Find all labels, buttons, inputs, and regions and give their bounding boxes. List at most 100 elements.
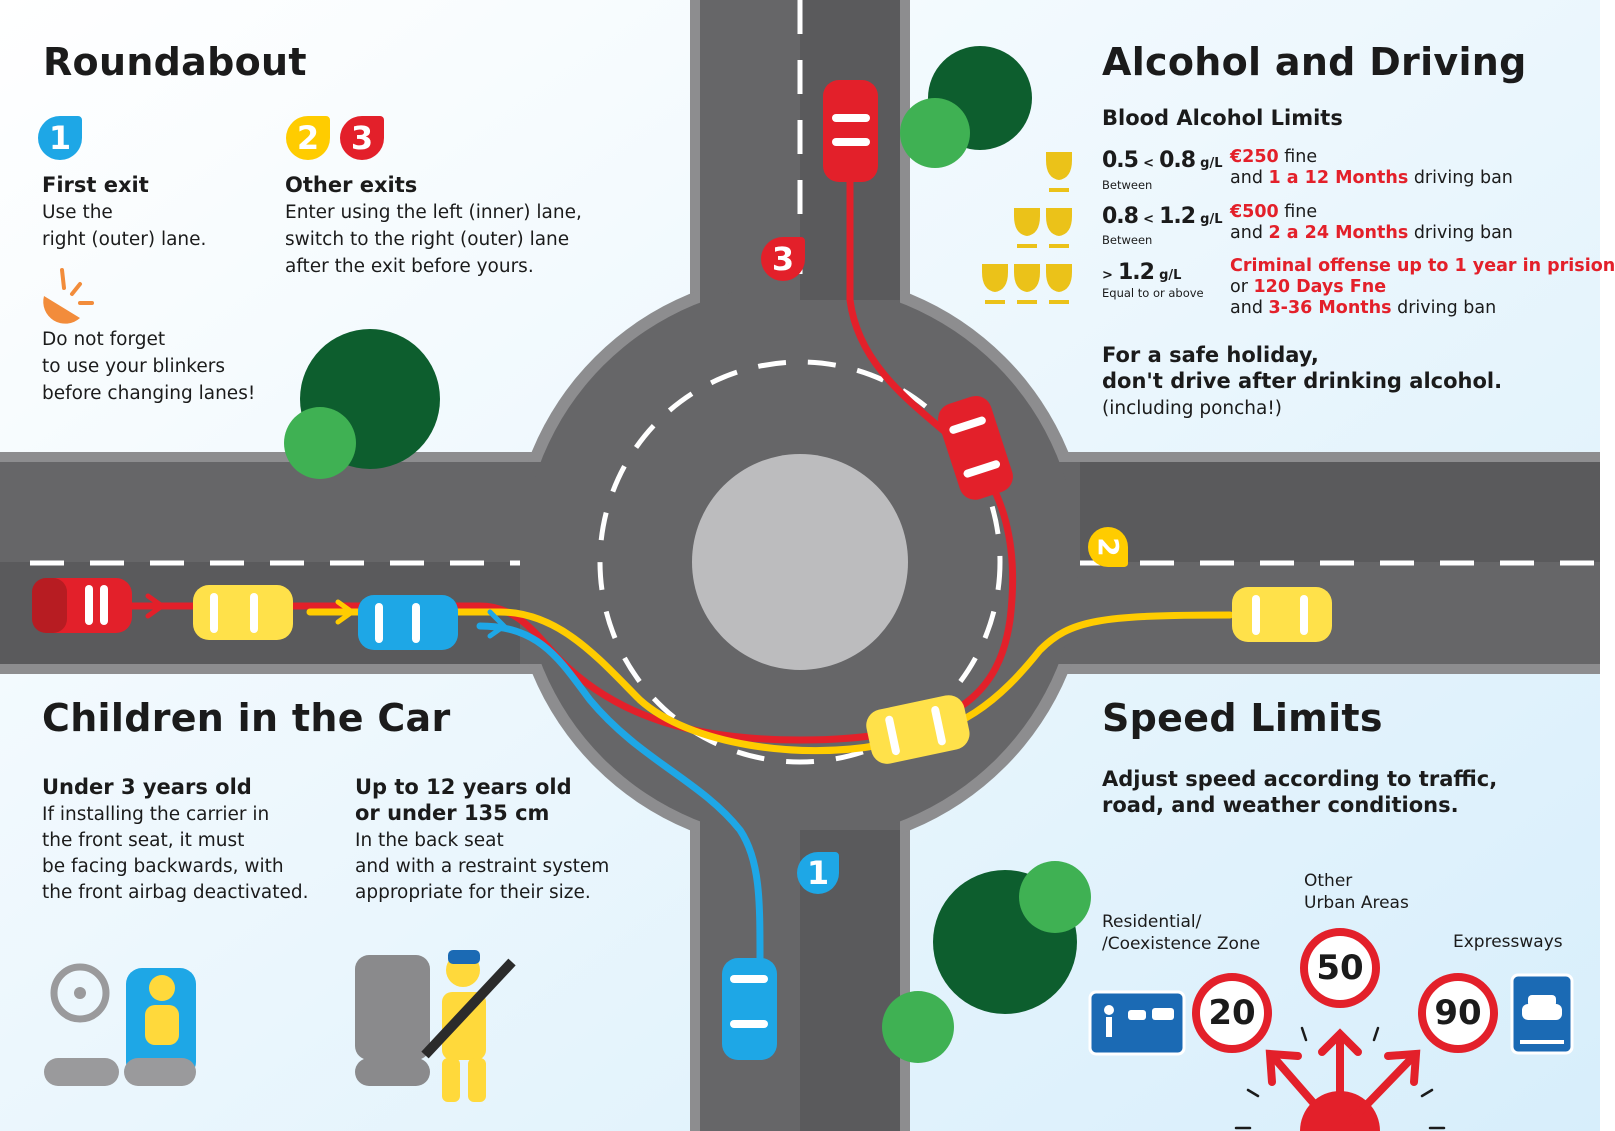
red-car-top (823, 80, 878, 182)
road-badge-exit-1: 1 (797, 852, 839, 894)
residential-label2: /Coexistence Zone (1102, 934, 1261, 954)
alcohol-row-3-qualifier: Equal to or above (1102, 286, 1204, 300)
speed-limit-90: 90 (1434, 993, 1482, 1033)
blinker-icon (43, 268, 94, 324)
red-car-roundabout (938, 395, 1013, 500)
yellow-car-left (193, 585, 293, 640)
alcohol-limit-row-1: 0.5 < 0.8 g/L (1102, 148, 1223, 173)
range-sep: < (1143, 156, 1154, 171)
fine-amount: €500 (1230, 202, 1279, 222)
alcohol-row-2-qualifier: Between (1102, 233, 1153, 247)
urban-label2: Urban Areas (1304, 893, 1409, 913)
range-b: 1.2 (1159, 204, 1196, 229)
alcohol-title: Alcohol and Driving (1102, 40, 1527, 84)
expressway-label: Expressways (1453, 932, 1563, 952)
safe-holiday-line1: For a safe holiday, (1102, 343, 1319, 367)
under3-line1: If installing the carrier in (42, 804, 270, 825)
children-title: Children in the Car (42, 696, 451, 740)
cars (32, 80, 1332, 1060)
alcohol-limit-row-3: > 1.2 g/L (1102, 260, 1181, 285)
alcohol-row-3-days: or 120 Days Fne (1230, 277, 1386, 298)
child-seat-illustrations (44, 950, 516, 1102)
exit-3-badge: 3 (340, 116, 384, 160)
ban-duration: 1 a 12 Months (1268, 168, 1409, 188)
range-unit: g/L (1200, 156, 1223, 171)
fine-label: fine (1278, 202, 1318, 222)
urban-label1: Other (1304, 871, 1353, 891)
under3-heading: Under 3 years old (42, 775, 252, 799)
blue-car-left (358, 595, 458, 650)
road-badge-exit-2: 2 (1088, 527, 1128, 567)
range-unit: g/L (1200, 212, 1223, 227)
days-value: 120 Days Fne (1253, 277, 1387, 297)
upto12-line1: In the back seat (355, 830, 504, 851)
alcohol-row-3-ban: and 3-36 Months driving ban (1230, 298, 1496, 319)
first-exit-line2: right (outer) lane. (42, 229, 207, 250)
alcohol-row-1-ban: and 1 a 12 Months driving ban (1230, 168, 1513, 189)
exit-2-badge: 2 (286, 116, 330, 160)
range-b: 1.2 (1118, 260, 1155, 285)
ban-pre: and (1230, 298, 1269, 318)
blinker-note-line3: before changing lanes! (42, 383, 256, 404)
range-a: > (1102, 268, 1113, 283)
upto12-line3: appropriate for their size. (355, 882, 591, 903)
road-badge-exit-3: 3 (761, 237, 805, 281)
alcohol-limit-row-2: 0.8 < 1.2 g/L (1102, 204, 1223, 229)
yellow-car-roundabout (866, 695, 970, 764)
alcohol-row-2-fine: €500 fine (1230, 202, 1317, 223)
speedometer-icon (1234, 1026, 1446, 1131)
ban-duration: 3-36 Months (1268, 298, 1392, 318)
ban-post: driving ban (1408, 168, 1513, 188)
speed-sub2: road, and weather conditions. (1102, 793, 1459, 817)
range-unit: g/L (1159, 268, 1182, 283)
alcohol-row-2-ban: and 2 a 24 Months driving ban (1230, 223, 1513, 244)
alcohol-glass-icons (982, 152, 1072, 304)
expressway-sign (1510, 973, 1574, 1055)
fine-amount: €250 (1230, 147, 1279, 167)
alcohol-row-1-qualifier: Between (1102, 178, 1153, 192)
fine-label: fine (1278, 147, 1318, 167)
ban-duration: 2 a 24 Months (1268, 223, 1409, 243)
roundabout-title: Roundabout (43, 40, 307, 84)
safe-holiday-line3: (including poncha!) (1102, 398, 1283, 419)
safe-holiday-line2: don't drive after drinking alcohol. (1102, 369, 1503, 393)
ban-pre: and (1230, 168, 1269, 188)
red-car-left (32, 578, 132, 633)
first-exit-badge: 1 (38, 116, 82, 160)
under3-line2: the front seat, it must (42, 830, 245, 851)
upto12-line2: and with a restraint system (355, 856, 610, 877)
speed-sub1: Adjust speed according to traffic, (1102, 767, 1498, 791)
alcohol-row-1-fine: €250 fine (1230, 147, 1317, 168)
under3-line4: the front airbag deactivated. (42, 882, 309, 903)
blinker-note-line1: Do not forget (42, 329, 166, 350)
upto12-heading2: or under 135 cm (355, 801, 550, 825)
ban-pre: and (1230, 223, 1269, 243)
blinker-note-line2: to use your blinkers (42, 356, 225, 377)
range-a: 0.5 (1102, 148, 1139, 173)
under3-line3: be facing backwards, with (42, 856, 284, 877)
speed-limit-20: 20 (1208, 993, 1256, 1033)
other-exits-line1: Enter using the left (inner) lane, (285, 202, 582, 223)
ban-post: driving ban (1408, 223, 1513, 243)
trees (284, 46, 1091, 1063)
upto12-heading1: Up to 12 years old (355, 775, 572, 799)
blue-car-bottom (722, 958, 777, 1060)
ban-post: driving ban (1391, 298, 1497, 318)
days-pre: or (1230, 277, 1254, 297)
yellow-car-right (1232, 587, 1332, 642)
residential-label1: Residential/ (1102, 912, 1202, 932)
other-exits-heading: Other exits (285, 173, 418, 197)
range-b: 0.8 (1159, 148, 1196, 173)
range-a: 0.8 (1102, 204, 1139, 229)
speed-title: Speed Limits (1102, 696, 1383, 740)
alcohol-row-3-offense: Criminal offense up to 1 year in prision (1230, 256, 1615, 276)
speed-limit-50: 50 (1316, 948, 1364, 988)
central-island (692, 454, 908, 670)
speed-signs (1088, 928, 1574, 1056)
alcohol-subtitle: Blood Alcohol Limits (1102, 106, 1343, 130)
other-exits-line3: after the exit before yours. (285, 256, 534, 277)
residential-zone-sign (1088, 990, 1186, 1056)
first-exit-line1: Use the (42, 202, 113, 223)
